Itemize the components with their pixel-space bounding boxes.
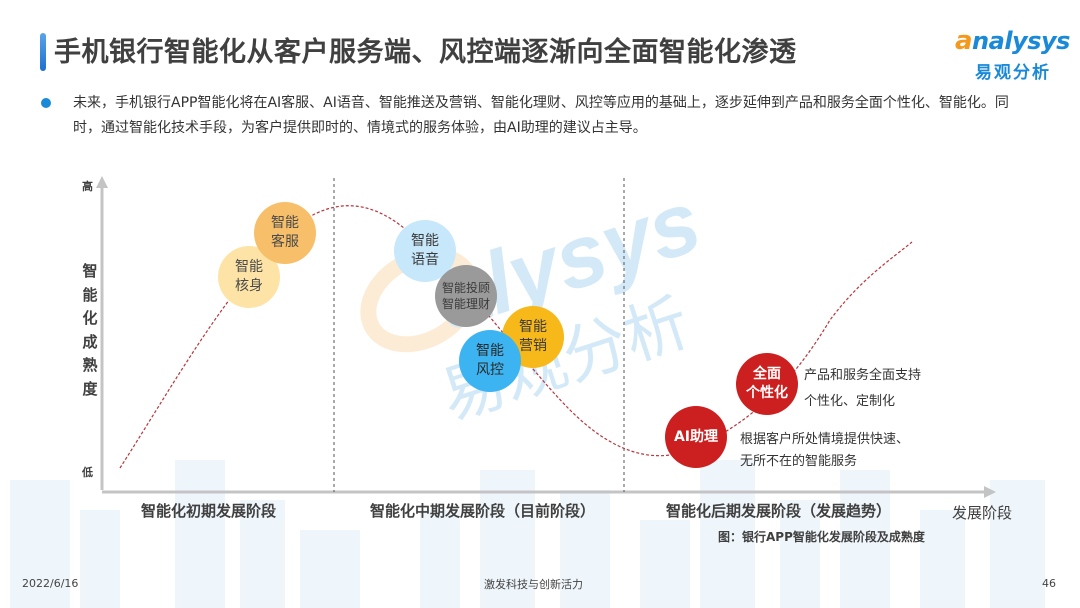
y-tick-high: 高 [82,180,93,193]
bubble-ai-assistant: AI助理 [665,406,727,468]
bubble-smart-marketing: 智能 营销 [502,306,564,368]
footer-slogan: 激发科技与创新活力 [484,578,583,591]
title-accent-bar [40,33,46,71]
bubble-smart-advisory: 智能投顾 智能理财 [435,265,497,327]
summary-paragraph: 未来，手机银行APP智能化将在AI客服、AI语音、智能推送及营销、智能化理财、风… [73,95,1009,136]
bubble-smart-risk-control: 智能 风控 [459,330,521,392]
annotation-personalization: 产品和服务全面支持 个性化、定制化 [804,368,922,409]
y-axis-label: 智能化成熟度 [82,262,98,398]
city-skyline-background [10,460,1045,608]
y-tick-low: 低 [82,466,93,479]
bullet-dot-icon [41,98,51,108]
annotation-ai-assistant: 根据客户所处情境提供快速、 无所不在的智能服务 [740,432,910,469]
bubble-smart-customer-service: 智能 客服 [254,202,316,264]
figure-caption: 图：银行APP智能化发展阶段及成熟度 [718,530,925,544]
x-axis-label: 发展阶段 [952,504,1013,522]
watermark-logo: alysys 易观分析 [360,171,712,435]
stage-label-late: 智能化后期发展阶段（发展趋势） [666,502,892,520]
page-title: 手机银行智能化从客户服务端、风控端逐渐向全面智能化渗透 [54,37,797,68]
logo-chinese: 易观分析 [975,63,1051,83]
stage-label-early: 智能化初期发展阶段 [141,502,277,520]
page-number: 46 [1042,577,1056,590]
logo-analysys: analysys [955,26,1070,56]
bubble-full-personalization: 全面 个性化 [736,353,798,415]
footer-date: 2022/6/16 [22,577,79,590]
stage-label-mid: 智能化中期发展阶段（目前阶段） [370,502,596,520]
